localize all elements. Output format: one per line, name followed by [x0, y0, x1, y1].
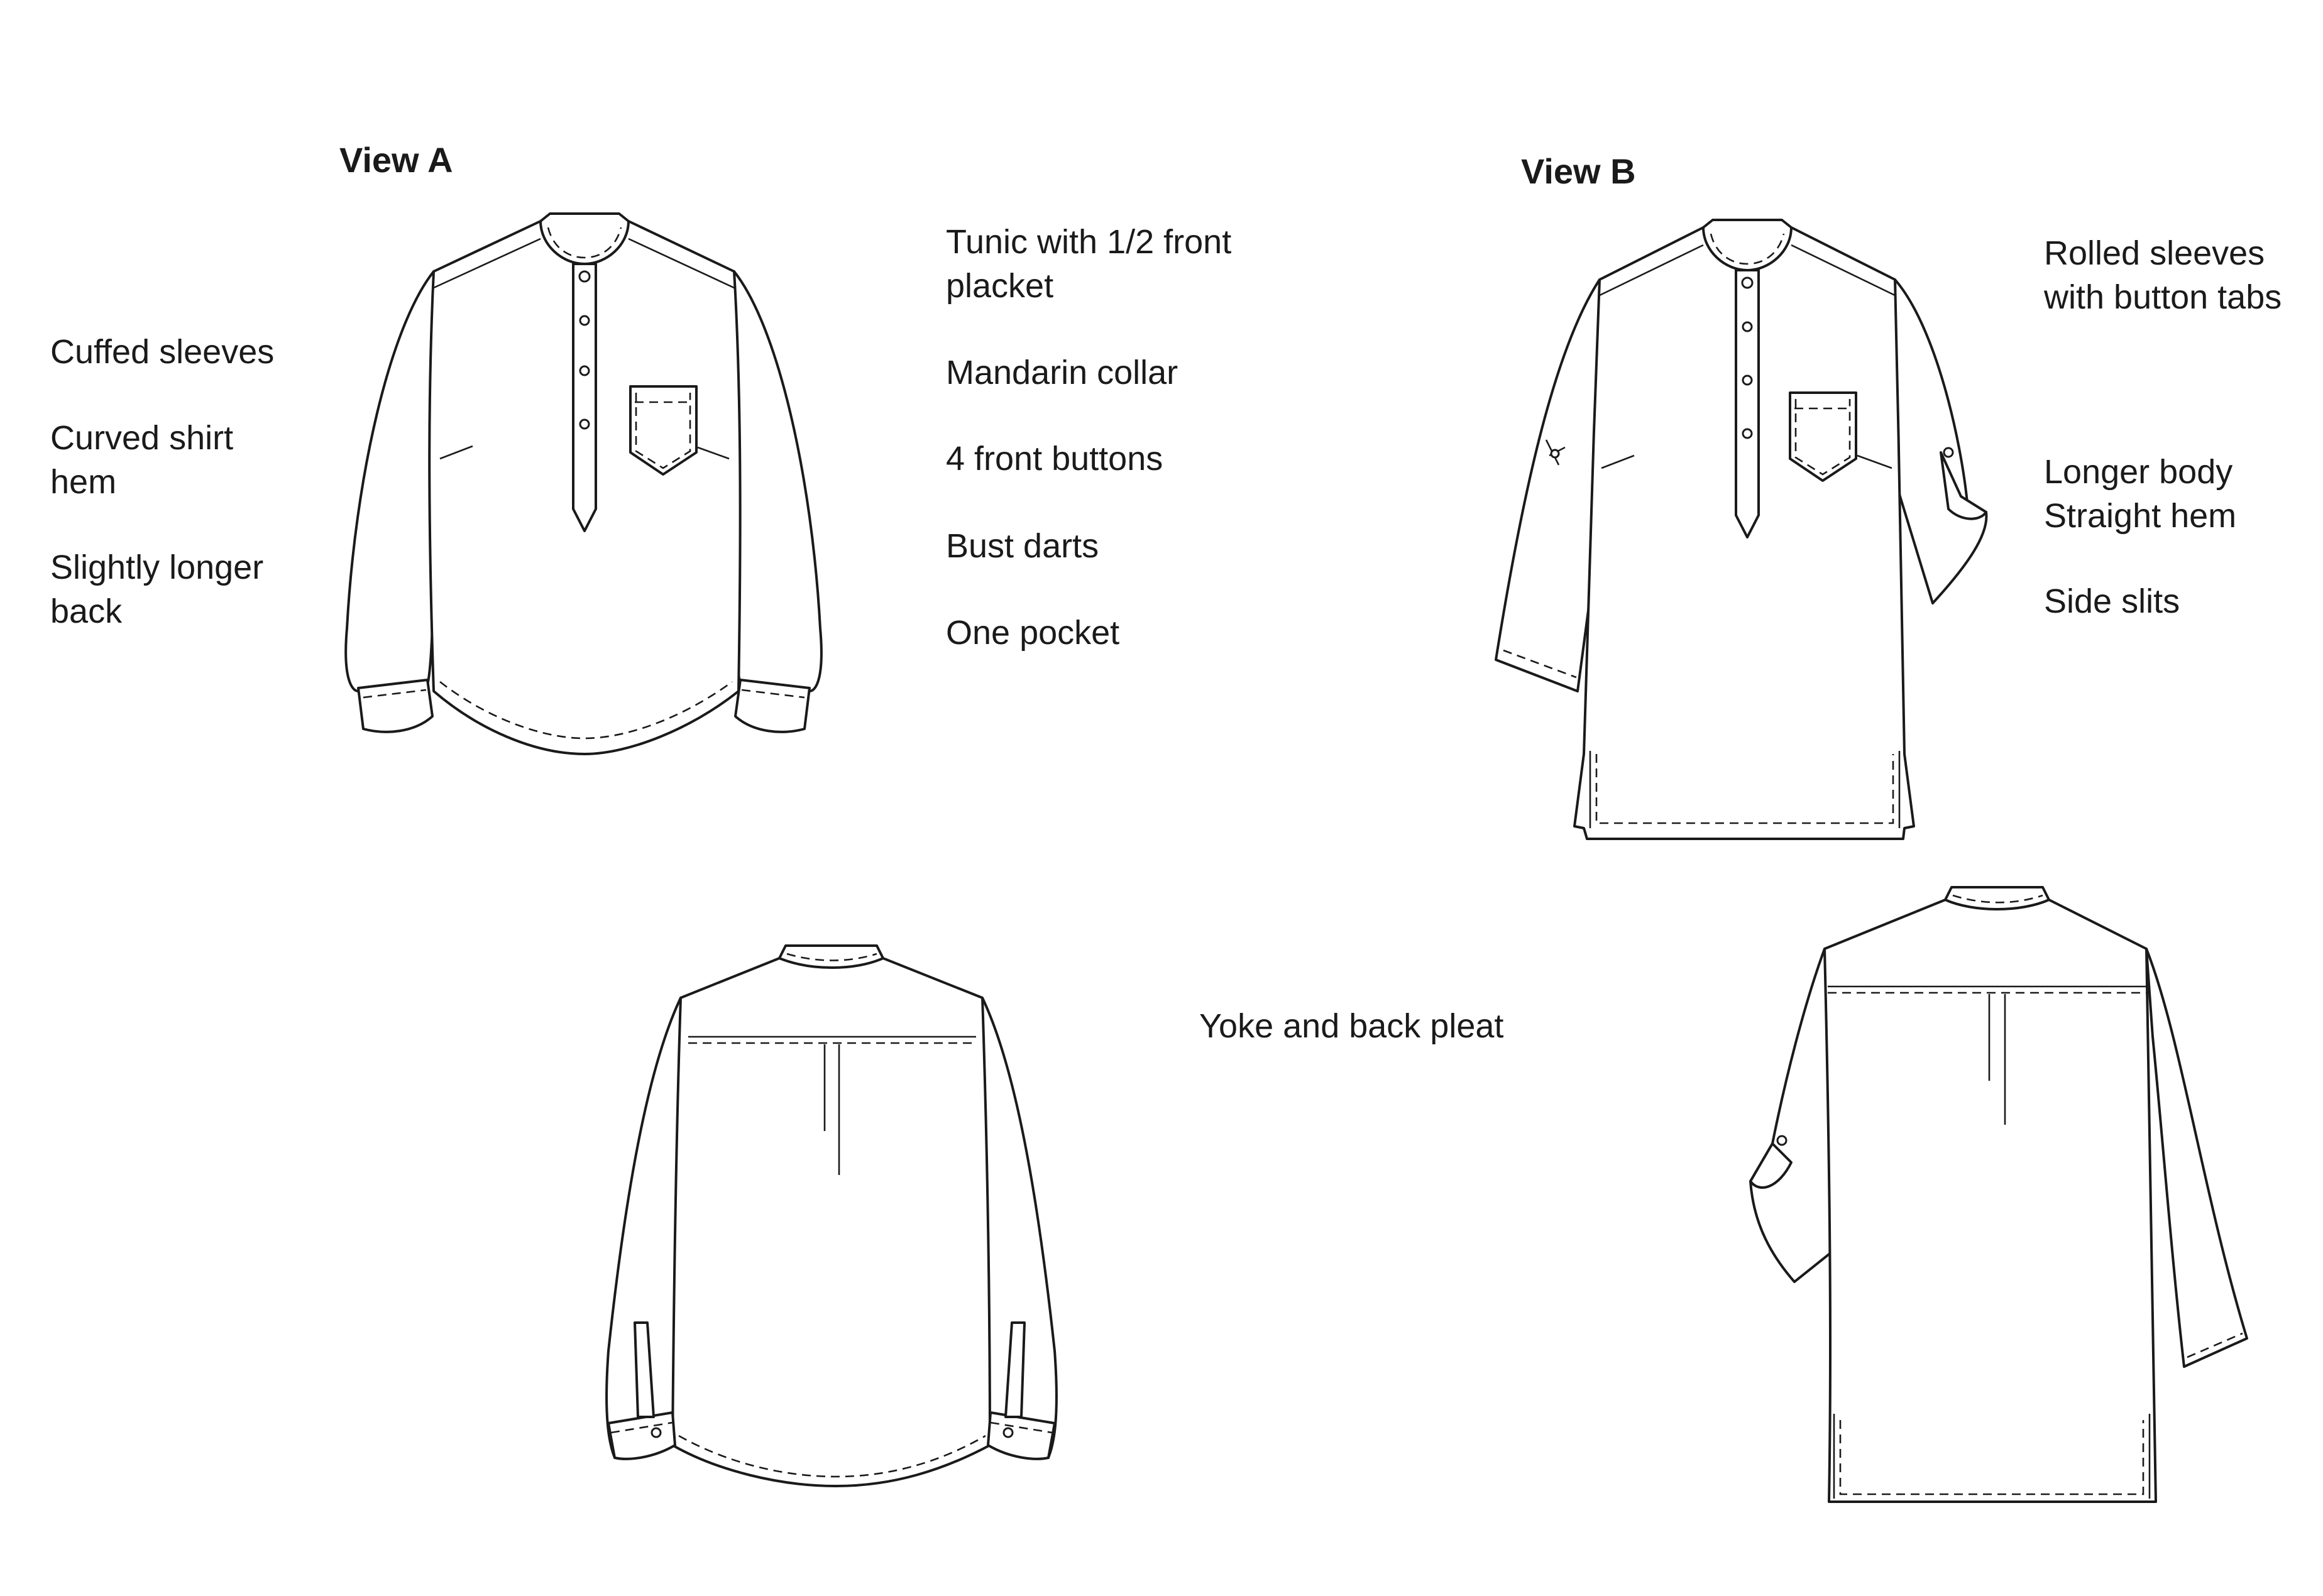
feature-rolled-sleeves: Rolled sleeves with button tabs [2044, 234, 2282, 316]
feature-curved-shirt-hem: Curved shirt hem [50, 419, 234, 501]
view-b-front-drawing [1495, 219, 1988, 840]
feature-tunic-placket: Tunic with 1/2 front placket [946, 223, 1232, 305]
feature-longer-body: Longer body Straight hem [2044, 453, 2237, 535]
view-a-heading: View A [339, 140, 453, 180]
feature-side-slits: Side slits [2044, 582, 2180, 620]
view-b-back-drawing [1749, 886, 2248, 1503]
view-b-heading: View B [1521, 151, 1636, 191]
note-yoke-back-pleat: Yoke and back pleat [1199, 1007, 1504, 1045]
feature-one-pocket: One pocket [946, 614, 1120, 652]
feature-front-buttons: 4 front buttons [946, 440, 1163, 478]
feature-bust-darts: Bust darts [946, 527, 1099, 565]
view-a-front-drawing [344, 212, 823, 755]
feature-cuffed-sleeves: Cuffed sleeves [50, 333, 275, 371]
view-a-back-drawing [605, 944, 1058, 1487]
feature-mandarin-collar: Mandarin collar [946, 354, 1178, 391]
feature-slightly-longer-back: Slightly longer back [50, 549, 264, 630]
